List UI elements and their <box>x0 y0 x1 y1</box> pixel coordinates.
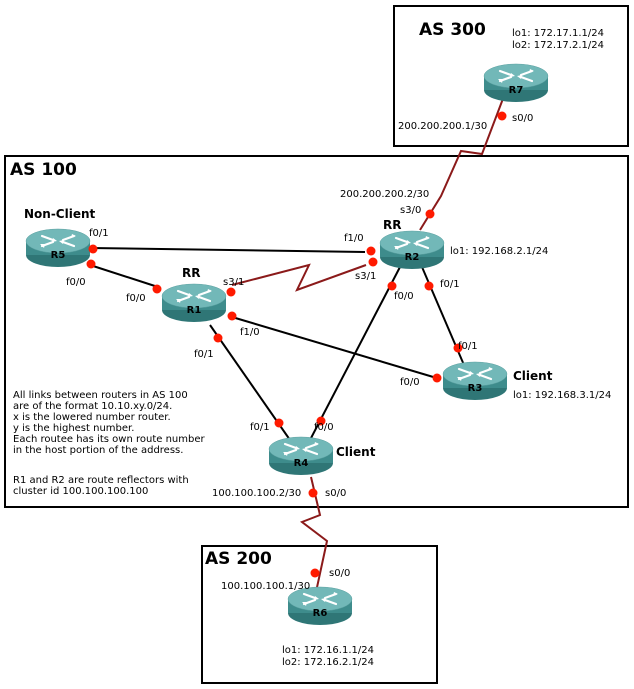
r1-s31-label: s3/1 <box>223 277 245 288</box>
as200-title: AS 200 <box>205 549 272 569</box>
router-r3[interactable]: R3 <box>441 360 509 402</box>
router-r6[interactable]: R6 <box>286 585 354 627</box>
link-r1-r3 <box>231 316 441 380</box>
dot-r7-s00[interactable] <box>497 111 507 121</box>
r3-role: Client <box>513 369 553 383</box>
r4-s00-label: s0/0 <box>325 488 347 499</box>
r5-f01-label: f0/1 <box>89 228 109 239</box>
router-r5[interactable]: R5 <box>24 227 92 269</box>
r6-s00-ip: 100.100.100.1/30 <box>221 581 311 592</box>
reflector-note: R1 and R2 are route reflectors with clus… <box>13 475 189 497</box>
r1-f10-label: f1/0 <box>240 327 260 338</box>
r7-s00-label: s0/0 <box>512 113 534 124</box>
router-r1[interactable]: R1 <box>160 282 228 324</box>
r2-s31-label: s3/1 <box>355 271 377 282</box>
r6-s00-label: s0/0 <box>329 568 351 579</box>
r3-loopback-1: lo1: 192.168.3.1/24 <box>513 390 612 401</box>
dot-r2-f01[interactable] <box>424 281 434 291</box>
r3-f01-label: f0/1 <box>458 341 478 352</box>
r4-f01-label: f0/1 <box>250 422 270 433</box>
r2-role: RR <box>383 218 402 232</box>
as100-title: AS 100 <box>10 160 77 180</box>
dot-r3-f00[interactable] <box>432 373 442 383</box>
r6-loopback-1: lo1: 172.16.1.1/24 <box>282 645 374 656</box>
r7-s00-ip: 200.200.200.1/30 <box>398 121 488 132</box>
as300-title: AS 300 <box>419 20 486 40</box>
addressing-note: All links between routers in AS 100 are … <box>13 390 205 456</box>
r7-loopback-1: lo1: 172.17.1.1/24 <box>512 28 604 39</box>
dot-r2-f00[interactable] <box>387 281 397 291</box>
r6-loopback-2: lo2: 172.16.2.1/24 <box>282 657 374 668</box>
router-r4[interactable]: R4 <box>267 435 335 477</box>
router-r6-label: R6 <box>313 608 328 619</box>
dot-r1-f00[interactable] <box>152 284 162 294</box>
dot-r1-s31[interactable] <box>226 287 236 297</box>
dot-r4-f01[interactable] <box>274 418 284 428</box>
r2-s30-label: s3/0 <box>400 205 422 216</box>
dot-r4-s00[interactable] <box>308 488 318 498</box>
dot-r2-f10[interactable] <box>366 246 376 256</box>
router-r4-label: R4 <box>294 458 309 469</box>
link-r7-r2-serial <box>419 95 505 231</box>
r4-role: Client <box>336 445 376 459</box>
r1-f01-label: f0/1 <box>194 349 214 360</box>
r5-f00-label: f0/0 <box>66 277 86 288</box>
dot-r1-f01[interactable] <box>213 333 223 343</box>
router-r7-label: R7 <box>509 85 524 96</box>
as200-box <box>201 545 438 684</box>
dot-r5-f01[interactable] <box>88 244 98 254</box>
router-r3-label: R3 <box>468 383 483 394</box>
r5-role: Non-Client <box>24 207 96 221</box>
r4-f00-label: f0/0 <box>314 422 334 433</box>
r1-role: RR <box>182 266 201 280</box>
dot-r2-s31[interactable] <box>368 257 378 267</box>
dot-r1-f10[interactable] <box>227 311 237 321</box>
router-r7[interactable]: R7 <box>482 62 550 104</box>
r4-s00-ip: 100.100.100.2/30 <box>212 488 302 499</box>
router-r2[interactable]: R2 <box>378 229 446 271</box>
r7-loopback-2: lo2: 172.17.2.1/24 <box>512 40 604 51</box>
dot-r6-s00[interactable] <box>310 568 320 578</box>
r1-f00-label: f0/0 <box>126 293 146 304</box>
link-r2-r4 <box>309 266 401 441</box>
link-r1-r2-serial <box>231 263 367 292</box>
r2-f10-label: f1/0 <box>344 233 364 244</box>
router-r1-label: R1 <box>187 305 202 316</box>
dot-r2-s30[interactable] <box>425 209 435 219</box>
router-r5-label: R5 <box>51 250 66 261</box>
link-r4-r6-serial <box>299 476 329 593</box>
link-r5-r1 <box>89 264 159 288</box>
dot-r5-f00[interactable] <box>86 259 96 269</box>
r2-loopback-1: lo1: 192.168.2.1/24 <box>450 246 549 257</box>
router-r2-label: R2 <box>405 252 420 263</box>
as300-box <box>393 5 629 147</box>
dot-r3-f01[interactable] <box>453 343 463 353</box>
r3-f00-label: f0/0 <box>400 377 420 388</box>
r2-f00-label: f0/0 <box>394 291 414 302</box>
r2-f01-label: f0/1 <box>440 279 460 290</box>
r2-s30-ip: 200.200.200.2/30 <box>340 189 430 200</box>
dot-r4-f00[interactable] <box>316 416 326 426</box>
link-r5-r2 <box>89 247 366 253</box>
as100-box <box>4 155 629 508</box>
